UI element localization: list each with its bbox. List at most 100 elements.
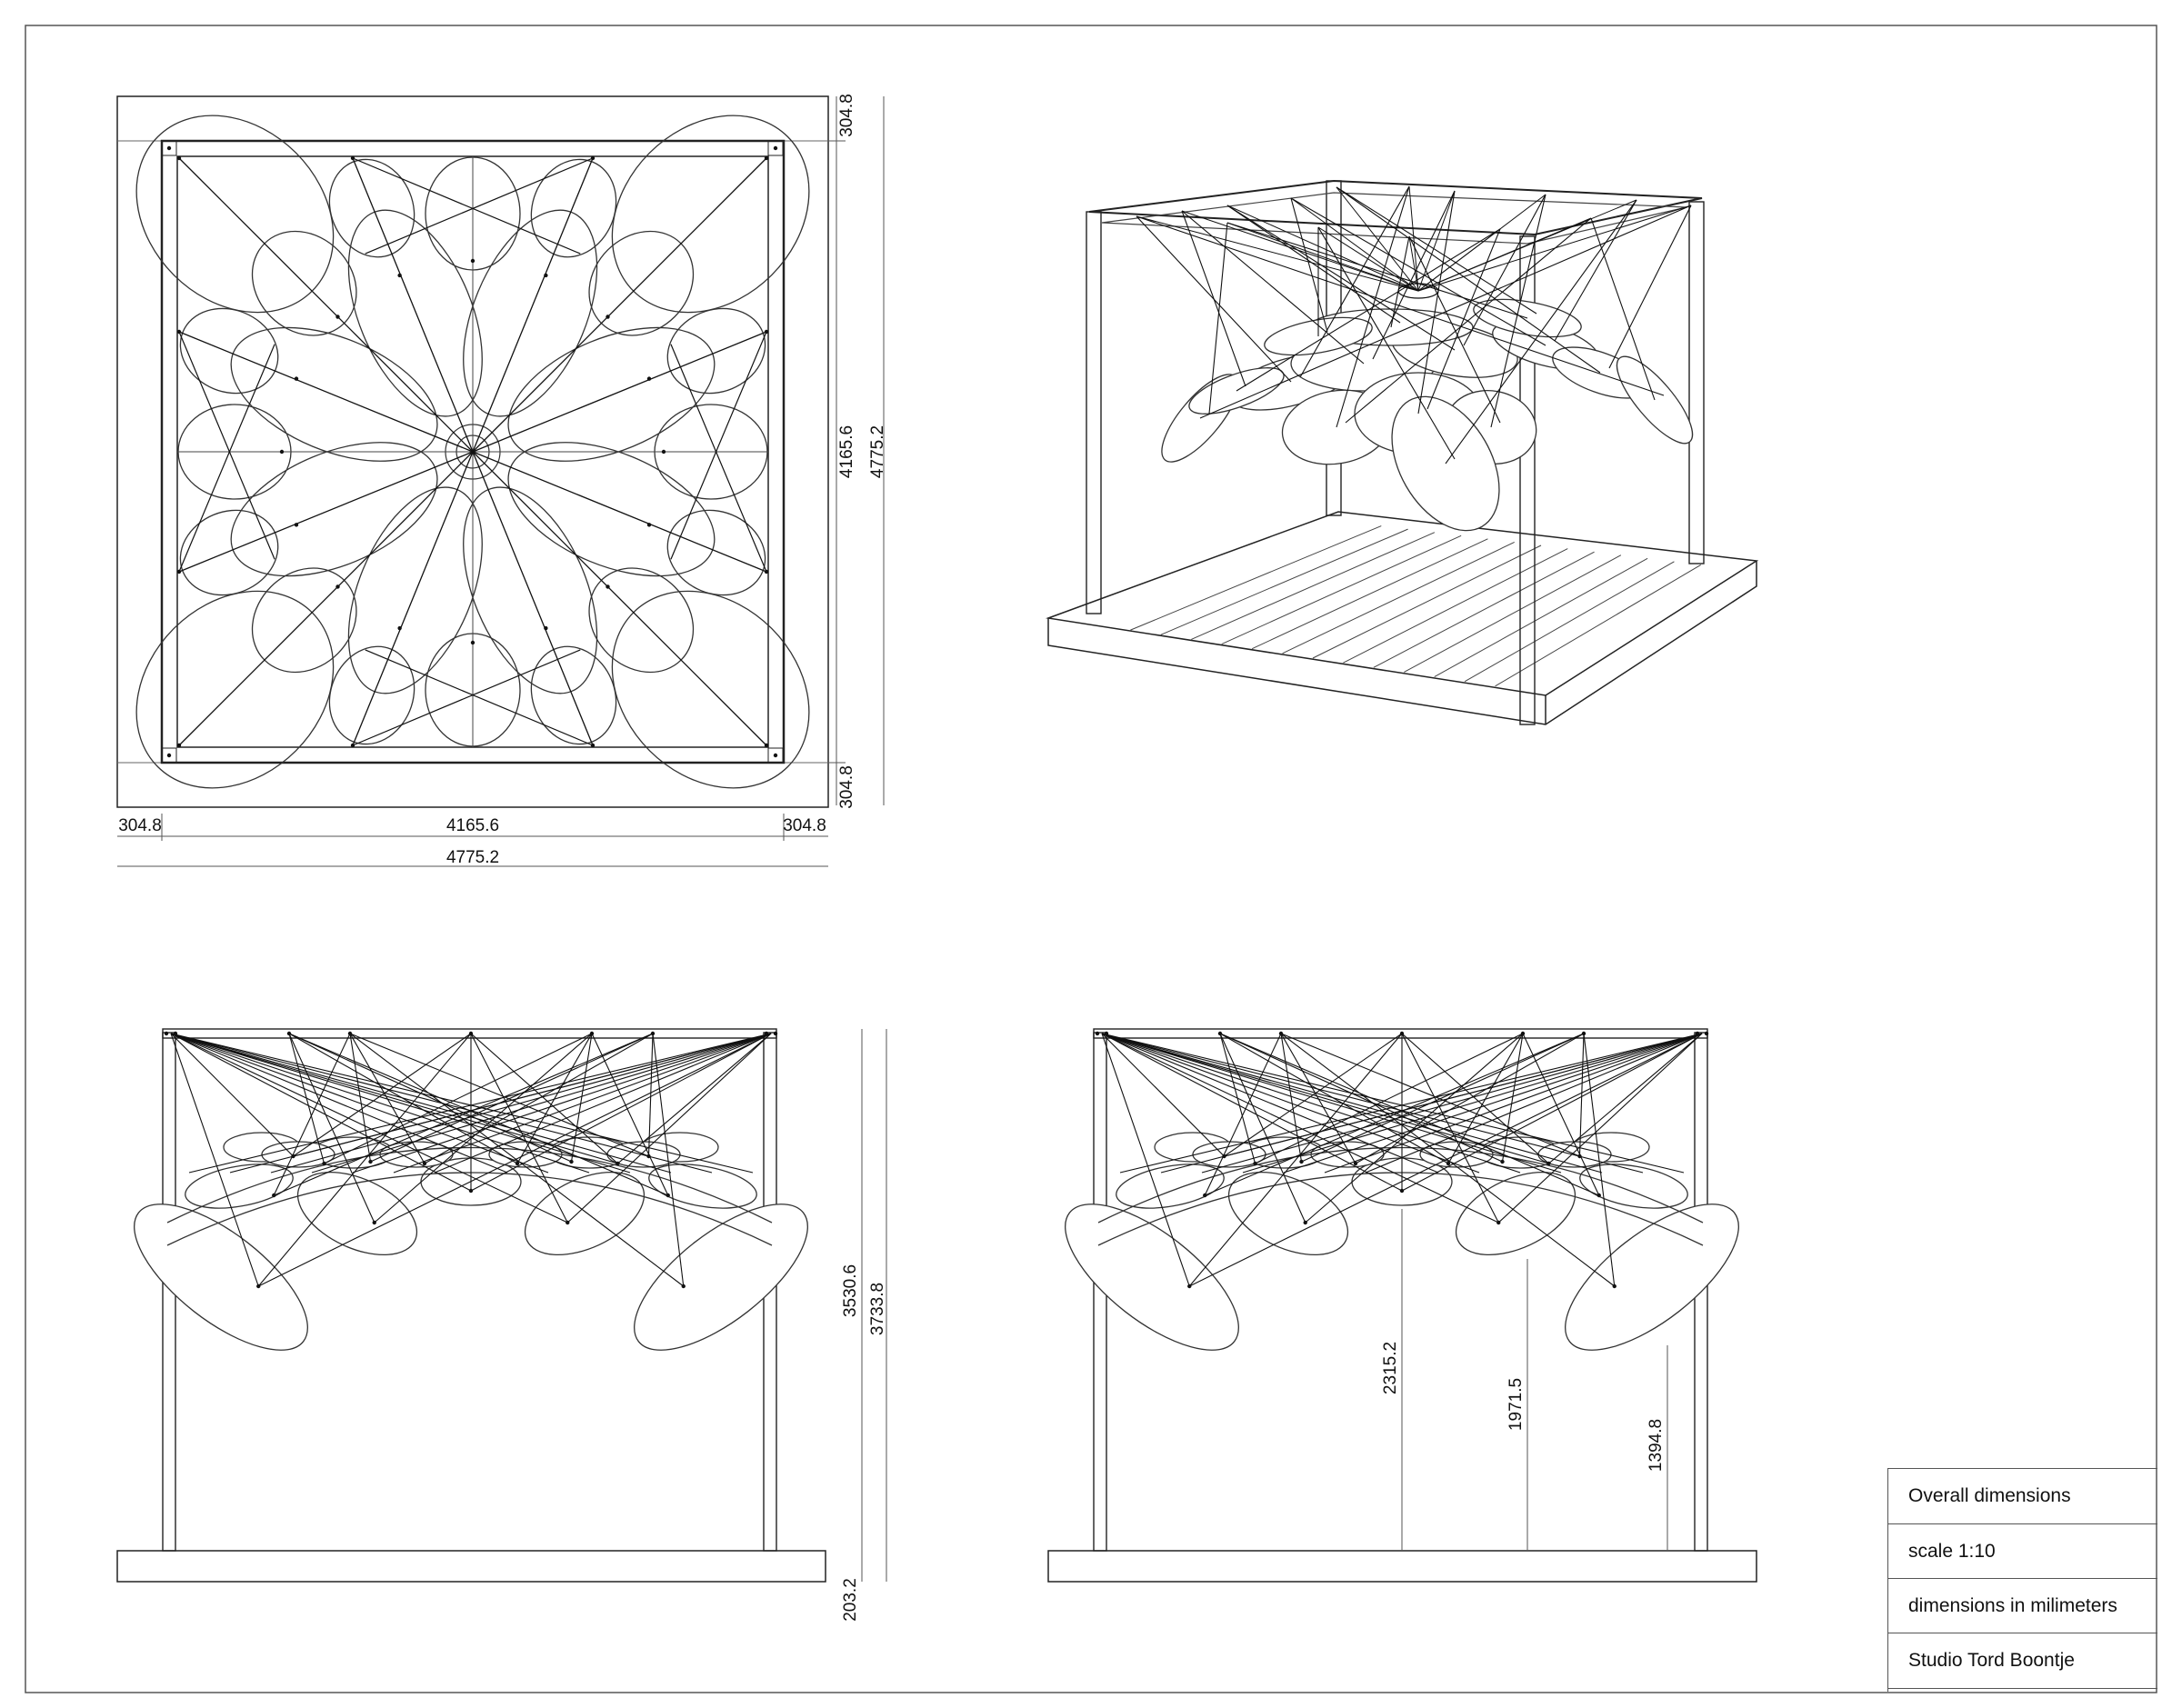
leaf-hook — [1596, 1193, 1601, 1198]
cable — [178, 331, 474, 453]
leaf-hook — [1253, 1161, 1257, 1166]
deck-plank — [1251, 538, 1488, 650]
cable — [170, 1033, 590, 1174]
leaf-hook — [294, 376, 299, 381]
cable — [170, 1033, 672, 1174]
leaf-hook — [470, 640, 475, 645]
cable — [1336, 186, 1601, 374]
cable — [566, 1033, 772, 1224]
cable — [1226, 222, 1419, 292]
leaf-small — [530, 158, 617, 258]
leaf-hook — [1187, 1283, 1192, 1289]
leaf-hook — [422, 1161, 427, 1166]
cable — [1101, 1033, 1225, 1157]
leaf-inner — [347, 209, 483, 417]
cable — [170, 1033, 631, 1174]
cable — [229, 1033, 772, 1174]
cable — [1417, 217, 1592, 292]
leaf-small — [179, 509, 279, 596]
cable — [1401, 1033, 1703, 1192]
post — [161, 140, 177, 156]
title-block: Overall dimensions scale 1:10 dimensions… — [1887, 1468, 2157, 1692]
cable — [352, 451, 474, 746]
post-bolt — [773, 753, 778, 758]
cable — [352, 649, 581, 746]
cable — [1317, 226, 1419, 292]
cable — [1497, 1033, 1703, 1224]
cable — [1463, 194, 1546, 346]
cable-anchor — [176, 743, 182, 748]
cable — [1199, 205, 1692, 419]
leaf-hook — [646, 376, 652, 381]
cable — [1119, 1033, 1703, 1174]
cable — [1101, 1033, 1549, 1164]
plan-view — [116, 95, 829, 808]
cable — [178, 157, 474, 453]
leaf-inner — [507, 442, 716, 577]
deck-plank — [1464, 561, 1675, 683]
cable — [1365, 1033, 1703, 1174]
drawing-scale: scale 1:10 — [1908, 1540, 1996, 1562]
post — [767, 140, 784, 156]
cable — [352, 157, 474, 453]
deck-plank — [1434, 557, 1648, 678]
leaf-hook — [470, 258, 475, 264]
drawing-title: Overall dimensions — [1908, 1485, 2071, 1506]
side-elevation — [1047, 1028, 1757, 1583]
post-bolt — [166, 753, 172, 758]
author-row: Studio Tord Boontje — [1888, 1633, 2157, 1689]
cable — [1283, 1033, 1703, 1174]
deck-plank — [1373, 551, 1595, 668]
dim-left-margin: 304.8 — [118, 816, 162, 835]
units-row: dimensions in milimeters — [1888, 1578, 2157, 1633]
cable — [1390, 235, 1410, 328]
cable-anchor — [176, 155, 182, 161]
cable — [470, 1033, 568, 1224]
deck-plank — [1343, 548, 1568, 664]
leaf-hook — [1353, 1161, 1358, 1166]
leaf-small — [328, 158, 415, 258]
leaf-hook — [515, 1161, 520, 1166]
cable — [1522, 1033, 1600, 1196]
cable — [434, 1033, 772, 1174]
cable — [1426, 228, 1501, 410]
cable — [1336, 186, 1537, 315]
cable — [1290, 197, 1546, 346]
cable — [1280, 1033, 1303, 1163]
leaf-inner — [230, 326, 438, 462]
cable — [1548, 1033, 1703, 1164]
isometric-view — [1046, 179, 1759, 725]
cable — [1136, 215, 1419, 292]
dim-total-height: 3733.8 — [868, 1282, 887, 1336]
leaf-edge-arc — [166, 1172, 773, 1246]
cable — [1372, 190, 1456, 360]
front-elevation — [116, 1028, 826, 1583]
deck-plank — [1312, 544, 1542, 659]
cable — [1160, 1033, 1703, 1174]
dim-outer-width: 4775.2 — [445, 848, 500, 867]
cable — [1101, 1033, 1480, 1174]
cable — [1290, 197, 1328, 333]
cable — [178, 331, 275, 560]
cable — [1608, 205, 1692, 369]
leaf-inner — [463, 486, 598, 694]
hub-ring — [1397, 283, 1439, 299]
leaf-hook — [335, 315, 340, 319]
cable — [170, 1033, 618, 1164]
cable — [1226, 205, 1419, 292]
leaf-hook — [1612, 1283, 1616, 1289]
cable — [591, 1033, 669, 1196]
leaf-hook — [322, 1161, 326, 1166]
deck-top — [1046, 511, 1759, 696]
cable — [1226, 205, 1456, 351]
dimension-lines — [117, 96, 1668, 1582]
cable — [273, 1033, 351, 1196]
leaf-small — [666, 307, 766, 395]
post — [1086, 211, 1102, 614]
deck-plank — [1221, 534, 1462, 645]
cable — [1280, 1033, 1616, 1287]
cable — [472, 157, 594, 453]
deck-side — [1047, 561, 1757, 725]
leaf-edge-arc — [1097, 1146, 1704, 1224]
dim-right-margin: 304.8 — [783, 816, 826, 835]
